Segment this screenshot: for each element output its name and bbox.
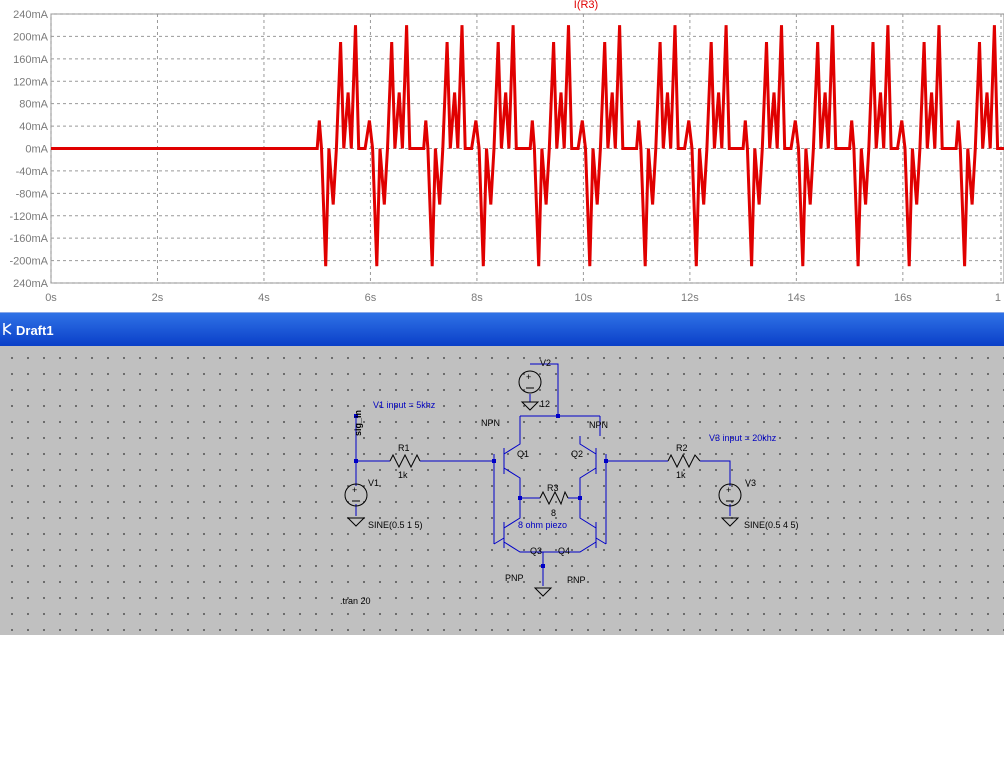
v1-note[interactable]: V1 input = 5khz <box>373 400 436 410</box>
y-axis-ticks: 240mA 200mA 160mA 120mA 80mA 40mA 0mA -40mA -80m… <box>9 9 48 290</box>
waveform-plot-pane[interactable]: 240mA 200mA 160mA 120mA 80mA 40mA 0mA -40mA -80m… <box>0 0 1004 312</box>
v1-name: V1 <box>368 478 379 488</box>
x-tick-label: 12s <box>681 292 699 304</box>
r3-name: R3 <box>547 483 559 493</box>
q1-type: NPN <box>481 418 500 428</box>
voltage-source-v1[interactable]: + <box>344 483 368 507</box>
v3-name: V3 <box>745 478 756 488</box>
x-tick-label: 4s <box>258 292 270 304</box>
y-tick-label: -200mA <box>9 256 48 268</box>
x-tick-label: 8s <box>471 292 483 304</box>
x-tick-label: 1 <box>995 292 1001 304</box>
y-tick-label: 80mA <box>19 99 48 111</box>
y-tick-label: -160mA <box>9 233 48 245</box>
x-tick-label: 6s <box>365 292 377 304</box>
v2-value: 12 <box>540 399 550 409</box>
y-tick-label: 200mA <box>13 31 49 43</box>
schematic-icon <box>3 323 12 335</box>
y-tick-label: 120mA <box>13 76 49 88</box>
q4-name: Q4 <box>558 546 570 556</box>
q1-name: Q1 <box>517 449 529 459</box>
v2-name: V2 <box>540 358 551 368</box>
voltage-source-v2[interactable]: + <box>518 370 542 394</box>
y-tick-label: 0mA <box>25 144 48 156</box>
ground-symbols <box>346 401 740 597</box>
r3-note[interactable]: 8 ohm piezo <box>518 520 567 530</box>
x-tick-label: 14s <box>787 292 805 304</box>
waveform-plot[interactable]: 240mA 200mA 160mA 120mA 80mA 40mA 0mA -40mA -80m… <box>0 0 1004 312</box>
resistor-r2[interactable] <box>667 453 701 469</box>
q2-type: NPN <box>589 420 608 430</box>
x-tick-label: 2s <box>152 292 164 304</box>
schematic-canvas[interactable]: + + + sig_in V1 input = 5khz V3 input = … <box>0 346 1004 635</box>
r2-value: 1k <box>676 470 686 480</box>
junction-dots <box>354 414 608 568</box>
trace-i-r3[interactable] <box>51 25 1004 267</box>
svg-text:+: + <box>726 485 731 495</box>
y-tick-label: -40mA <box>16 166 49 178</box>
y-tick-label: 240mA <box>13 278 49 290</box>
svg-text:+: + <box>352 485 357 495</box>
net-label-sig-in[interactable]: sig_in <box>353 410 363 436</box>
q2-name: Q2 <box>571 449 583 459</box>
v3-note[interactable]: V3 input = 20khz <box>709 433 777 443</box>
window-title: Draft1 <box>16 323 54 338</box>
v1-value: SINE(0.5 1 5) <box>368 520 423 530</box>
y-tick-label: 160mA <box>13 54 49 66</box>
q4-type: PNP <box>567 575 586 585</box>
q3-name: Q3 <box>530 546 542 556</box>
spice-directive[interactable]: .tran 20 <box>340 596 371 606</box>
v3-value: SINE(0.5 4 5) <box>744 520 799 530</box>
y-tick-label: -80mA <box>16 188 49 200</box>
voltage-source-v3[interactable]: + <box>718 483 742 507</box>
y-tick-label: 240mA <box>13 9 49 21</box>
r1-value: 1k <box>398 470 408 480</box>
schematic-drawing[interactable]: + + + sig_in V1 input = 5khz V3 input = … <box>0 346 1004 635</box>
wires <box>355 363 731 586</box>
y-tick-label: -120mA <box>9 211 48 223</box>
resistor-r3[interactable] <box>539 490 569 506</box>
x-axis-ticks: 0s 2s 4s 6s 8s 10s 12s 14s 16s 1 <box>45 292 1001 304</box>
trace-label[interactable]: I(R3) <box>574 0 598 11</box>
r2-name: R2 <box>676 443 688 453</box>
x-tick-label: 16s <box>894 292 912 304</box>
svg-text:+: + <box>526 372 531 382</box>
r1-name: R1 <box>398 443 410 453</box>
x-tick-label: 0s <box>45 292 57 304</box>
x-tick-label: 10s <box>575 292 593 304</box>
resistor-r1[interactable] <box>389 453 421 469</box>
q3-type: PNP <box>505 573 524 583</box>
y-tick-label: 40mA <box>19 121 48 133</box>
window-title-bar[interactable]: Draft1 <box>0 312 1004 346</box>
r3-value: 8 <box>551 508 556 518</box>
